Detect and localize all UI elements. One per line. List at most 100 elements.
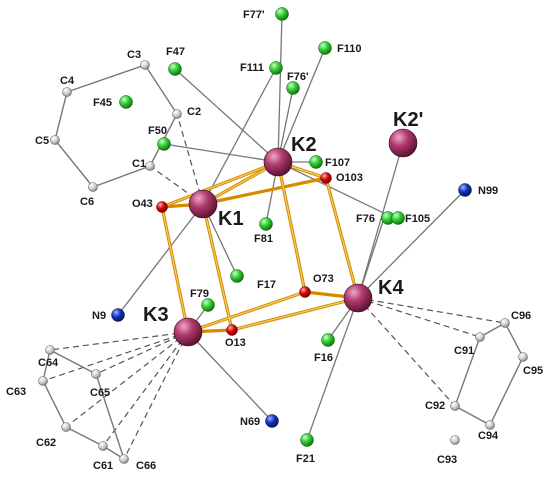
- label-C91: C91: [454, 345, 474, 357]
- label-F105: F105: [405, 213, 430, 225]
- label-C64: C64: [38, 357, 59, 369]
- label-F110: F110: [337, 43, 361, 55]
- label-K1: K1: [218, 208, 244, 230]
- nitrogen-labels: N99 N9 N69: [92, 185, 498, 428]
- atom-F76p: [286, 81, 300, 95]
- label-F77p: F77': [243, 9, 265, 21]
- atom-C64: [45, 345, 55, 355]
- potassium-labels: K1 K2 K2' K3 K4: [143, 109, 423, 326]
- label-C96: C96: [511, 310, 531, 322]
- label-F111: F111: [240, 62, 264, 74]
- label-F47: F47: [166, 46, 185, 58]
- atom-O73: [299, 286, 311, 298]
- label-O13: O13: [225, 337, 246, 349]
- label-N69: N69: [240, 416, 260, 428]
- label-C5: C5: [35, 135, 49, 147]
- atom-C61: [98, 441, 108, 451]
- atom-K3: [173, 317, 203, 347]
- label-F50: F50: [148, 125, 167, 137]
- label-C1: C1: [132, 158, 146, 170]
- atom-N9: [111, 308, 125, 322]
- atom-C91: [475, 332, 485, 342]
- label-F21: F21: [296, 453, 315, 465]
- atom-N69: [265, 414, 279, 428]
- atom-C2: [172, 109, 182, 119]
- label-C2: C2: [187, 106, 201, 118]
- label-O103: O103: [336, 172, 363, 184]
- potassium-atoms: [173, 128, 418, 347]
- label-F17: F17: [257, 279, 276, 291]
- atom-C5: [50, 135, 60, 145]
- atom-C4: [62, 87, 72, 97]
- label-F79: F79: [190, 288, 209, 300]
- atom-C65: [91, 369, 101, 379]
- fluorine-atoms: [119, 7, 405, 447]
- atom-C93: [450, 435, 460, 445]
- atom-F77p: [275, 7, 289, 21]
- label-C4: C4: [60, 75, 75, 87]
- atom-F107: [309, 155, 323, 169]
- label-C62: C62: [36, 437, 56, 449]
- atom-C92: [450, 401, 460, 411]
- atom-O13: [226, 324, 238, 336]
- oxygen-labels: O43 O103 O73 O13: [132, 172, 363, 349]
- atom-O103: [320, 172, 332, 184]
- atom-C6: [88, 182, 98, 192]
- atom-C95: [518, 352, 528, 362]
- label-C3: C3: [127, 49, 141, 61]
- label-F45: F45: [93, 97, 112, 109]
- atom-K2p: [388, 128, 418, 158]
- dashed-contacts: [42, 113, 506, 460]
- atom-C3: [140, 60, 150, 70]
- atom-C66: [119, 454, 129, 464]
- nitrogen-atoms: [111, 183, 472, 428]
- label-C93: C93: [437, 454, 457, 466]
- label-C94: C94: [478, 430, 499, 442]
- atom-C1: [145, 161, 155, 171]
- label-K4: K4: [378, 277, 404, 299]
- atom-F81: [259, 217, 273, 231]
- atom-F16: [321, 333, 335, 347]
- label-F76: F76: [356, 213, 375, 225]
- carbon-atoms: [38, 60, 528, 464]
- atom-K2: [263, 147, 293, 177]
- label-O43: O43: [132, 198, 153, 210]
- atom-F47: [168, 62, 182, 76]
- label-C65: C65: [90, 387, 110, 399]
- atom-F111: [269, 61, 283, 75]
- atom-C62: [61, 422, 71, 432]
- cubane-core: [160, 160, 360, 334]
- atom-O43: [156, 201, 168, 213]
- atom-F17: [230, 269, 244, 283]
- atom-K1: [188, 189, 218, 219]
- label-F107: F107: [325, 157, 350, 169]
- label-C66: C66: [136, 460, 156, 472]
- atom-F79: [201, 298, 215, 312]
- atom-C94: [485, 420, 495, 430]
- label-O73: O73: [313, 273, 334, 285]
- label-C95: C95: [523, 365, 543, 377]
- label-K2p: K2': [393, 109, 423, 131]
- label-C92: C92: [425, 400, 445, 412]
- label-F16: F16: [314, 352, 333, 364]
- fluorine-labels: F77' F47 F111 F110 F76' F45 F50 F107 F81…: [93, 9, 430, 465]
- label-F76p: F76': [287, 71, 309, 83]
- ring-bonds: [42, 64, 524, 461]
- atom-C63: [38, 376, 48, 386]
- atom-F21: [300, 433, 314, 447]
- label-C61: C61: [93, 460, 113, 472]
- atom-F110: [318, 41, 332, 55]
- oxygen-atoms: [156, 172, 332, 336]
- atom-C96: [500, 318, 510, 328]
- atom-K4: [343, 283, 373, 313]
- label-N9: N9: [92, 310, 106, 322]
- atom-F45: [119, 95, 133, 109]
- carbon-labels: C3 C2 C4 C5 C1 C6 C64 C63 C65 C62 C66 C6…: [6, 49, 543, 472]
- atom-N99: [458, 183, 472, 197]
- label-F81: F81: [254, 233, 273, 245]
- label-N99: N99: [478, 185, 498, 197]
- atom-F105: [391, 211, 405, 225]
- label-C6: C6: [80, 196, 94, 208]
